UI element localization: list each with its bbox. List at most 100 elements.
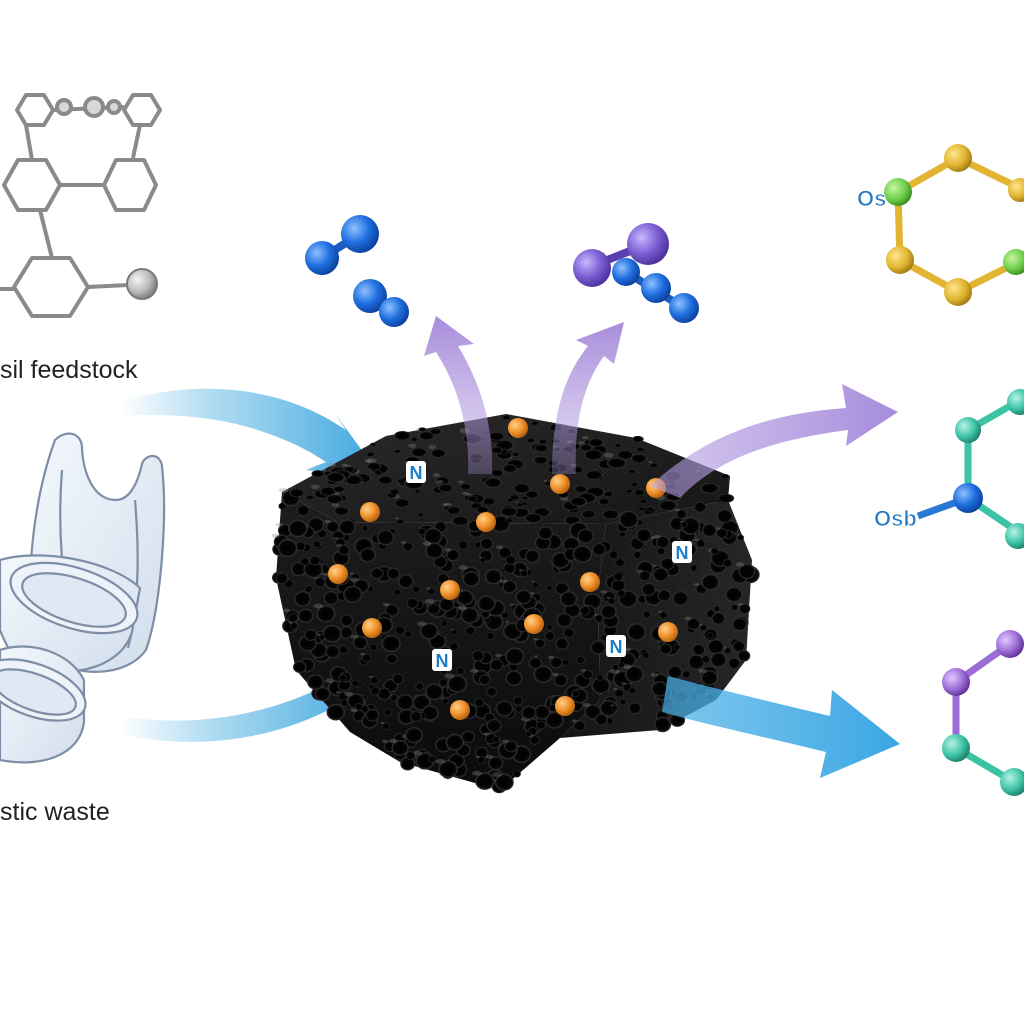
catalyst-highlight [500, 579, 508, 583]
catalyst-pore [404, 630, 412, 638]
nitrogen-dopant-badge: N [432, 649, 452, 671]
catalyst-pore [617, 589, 626, 598]
catalyst-pore [667, 665, 683, 679]
catalyst-pore [572, 690, 580, 697]
catalyst-pore [512, 770, 521, 778]
catalyst-highlight [534, 655, 538, 658]
gas-release-arrow-right [552, 322, 624, 474]
chain-atom [83, 96, 105, 118]
catalyst-pore [549, 656, 563, 669]
catalyst-pore [505, 555, 517, 565]
catalyst-pore [624, 665, 644, 683]
catalyst-pore [503, 562, 516, 574]
catalyst-highlight [282, 608, 291, 613]
catalyst-pore [467, 495, 479, 502]
catalyst-pore [287, 613, 299, 623]
catalyst-pore [471, 650, 485, 662]
catalyst-pore [585, 470, 603, 480]
nanoparticle [450, 700, 470, 720]
catalyst-pore [414, 489, 421, 493]
catalyst-pore [505, 518, 514, 523]
catalyst-pore [338, 645, 349, 654]
catalyst-pore [633, 551, 642, 559]
catalyst-pore [418, 427, 427, 432]
catalyst-pore [304, 585, 313, 593]
catalyst-pore [474, 746, 489, 760]
catalyst-pore [537, 526, 553, 540]
catalyst-pore [603, 491, 614, 497]
catalyst-pore [534, 638, 546, 649]
catalyst-pore [706, 632, 714, 639]
catalyst-pore [365, 709, 380, 722]
catalyst-pore [702, 523, 717, 537]
catalyst-highlight [465, 493, 472, 496]
catalyst-highlight [502, 739, 510, 743]
catalyst-pore [529, 735, 540, 745]
catalyst-highlight [401, 541, 407, 544]
catalyst-pore [505, 647, 525, 665]
catalyst-pore [528, 657, 543, 670]
input-arrow-upper [120, 388, 382, 478]
catalyst-pore [556, 613, 573, 628]
catalyst-pore [423, 527, 443, 545]
catalyst-highlight [389, 738, 398, 744]
catalyst-pore [305, 495, 315, 500]
catalyst-pore [439, 597, 455, 612]
catalyst-pore [418, 431, 435, 441]
catalyst-pore [433, 555, 448, 569]
catalyst-highlight [658, 610, 663, 613]
catalyst-pore [632, 435, 644, 443]
catalyst-pore [428, 755, 436, 763]
catalyst-pore [676, 509, 687, 519]
catalyst-pore [477, 756, 486, 764]
catalyst-pore [628, 702, 642, 715]
catalyst-pore [573, 720, 586, 732]
catalyst-pore [392, 673, 404, 685]
fossil-feedstock-molecule [0, 93, 162, 318]
nanoparticle [555, 696, 575, 716]
catalyst-pore [619, 531, 626, 538]
catalyst-pore [314, 577, 326, 588]
catalyst-pore [513, 483, 531, 494]
catalyst-pore [655, 535, 670, 549]
catalyst-highlight [606, 596, 611, 599]
plastic-cup-upper-inner [21, 572, 127, 628]
catalyst-pore [562, 658, 570, 666]
catalyst-pore [519, 569, 529, 578]
catalyst-highlight [440, 697, 445, 700]
nanoparticle [550, 474, 570, 494]
catalyst-pore [488, 756, 504, 770]
catalyst-pore [592, 543, 607, 556]
catalyst-pore [533, 456, 549, 465]
catalyst-pore [370, 676, 379, 685]
catalyst-pore [538, 439, 548, 445]
catalyst-pore [441, 698, 449, 705]
catalyst-highlight [331, 502, 340, 507]
catalyst-pore [600, 604, 617, 619]
catalyst-pore [393, 589, 401, 596]
catalyst-pore [447, 674, 468, 693]
catalyst-pore [304, 629, 317, 641]
catalyst-highlight [444, 548, 452, 552]
catalyst-pore [482, 497, 496, 506]
catalyst-pore [405, 751, 416, 760]
catalyst-pore [318, 634, 326, 641]
catalyst-pore [410, 711, 422, 722]
nitrogen-badge-background [406, 461, 426, 483]
catalyst-pore [370, 686, 380, 696]
catalyst-pore [376, 529, 395, 546]
catalyst-pore [479, 557, 486, 563]
catalyst-pore [489, 658, 504, 672]
catalyst-highlight [325, 678, 335, 683]
nitrogen-dopant-badge: N [672, 541, 692, 563]
catalyst-highlight [621, 682, 626, 685]
catalyst-pore [462, 571, 480, 587]
catalyst-highlight [612, 688, 618, 691]
catalyst-pore [457, 540, 469, 550]
catalyst-pore [599, 699, 618, 717]
catalyst-pore [484, 617, 491, 624]
catalyst-highlight [737, 602, 744, 606]
catalyst-highlight [444, 673, 455, 679]
catalyst-highlight [336, 543, 343, 547]
catalyst-pore [277, 539, 298, 558]
